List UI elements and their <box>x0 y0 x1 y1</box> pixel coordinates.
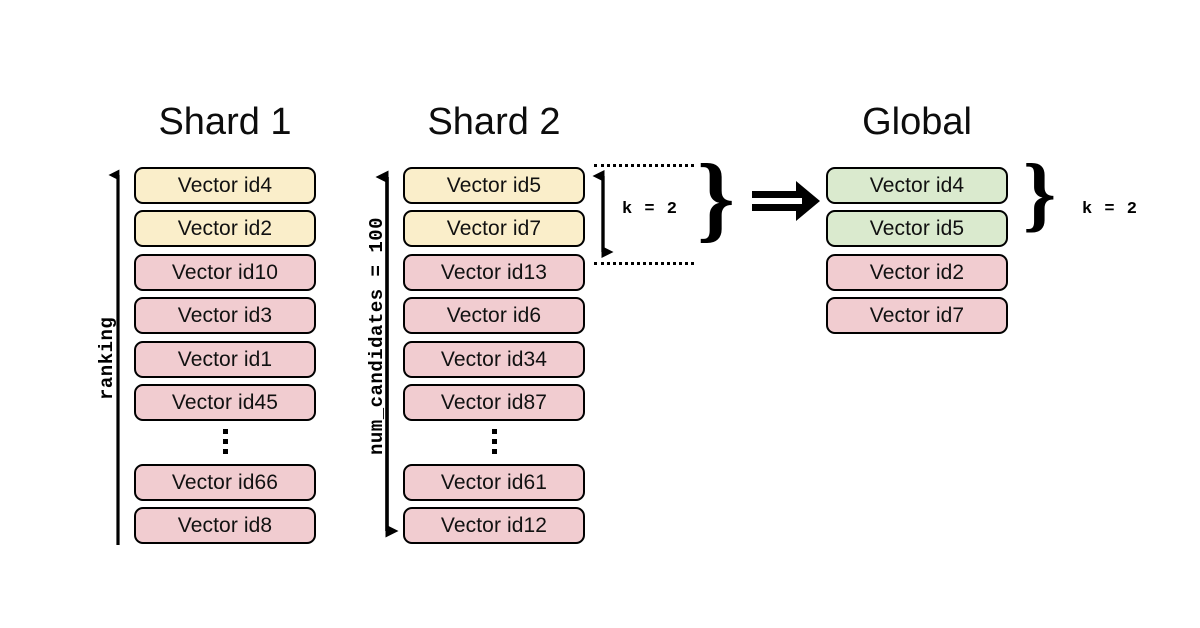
k-value-label-shard2: k = 2 <box>622 200 679 219</box>
vector-box[interactable]: Vector id66 <box>134 464 316 501</box>
vector-box[interactable]: Vector id4 <box>134 167 316 204</box>
column-title-global: Global <box>862 101 972 143</box>
vector-box[interactable]: Vector id45 <box>134 384 316 421</box>
num-candidates-axis-label: num_candidates = 100 <box>366 216 388 455</box>
column-title-shard2: Shard 2 <box>427 101 561 143</box>
vector-box[interactable]: Vector id7 <box>826 297 1008 334</box>
curly-brace-icon-global: } <box>1023 147 1057 240</box>
vector-box[interactable]: Vector id5 <box>403 167 585 204</box>
vertical-ellipsis-icon <box>403 424 585 454</box>
vector-box[interactable]: Vector id6 <box>403 297 585 334</box>
k-range-double-arrow <box>592 170 614 258</box>
vector-box[interactable]: Vector id8 <box>134 507 316 544</box>
vector-box[interactable]: Vector id1 <box>134 341 316 378</box>
num-candidates-axis-arrow <box>375 170 399 538</box>
vector-box[interactable]: Vector id4 <box>826 167 1008 204</box>
vector-box[interactable]: Vector id7 <box>403 210 585 247</box>
vector-box[interactable]: Vector id5 <box>826 210 1008 247</box>
k-range-guide-top <box>594 164 694 167</box>
vector-box[interactable]: Vector id12 <box>403 507 585 544</box>
vector-box[interactable]: Vector id2 <box>134 210 316 247</box>
vector-box[interactable]: Vector id61 <box>403 464 585 501</box>
vector-box[interactable]: Vector id10 <box>134 254 316 291</box>
ranking-axis-arrow <box>108 169 120 545</box>
implies-arrow-icon <box>752 181 820 221</box>
vector-box[interactable]: Vector id2 <box>826 254 1008 291</box>
vector-box[interactable]: Vector id34 <box>403 341 585 378</box>
vertical-ellipsis-icon <box>134 424 316 454</box>
k-range-guide-bottom <box>594 262 694 265</box>
vector-box[interactable]: Vector id87 <box>403 384 585 421</box>
ranking-axis-label: ranking <box>96 316 118 400</box>
vector-box[interactable]: Vector id3 <box>134 297 316 334</box>
k-value-label-global: k = 2 <box>1082 200 1139 219</box>
vector-box[interactable]: Vector id13 <box>403 254 585 291</box>
curly-brace-icon-shard2: } <box>697 144 735 251</box>
column-title-shard1: Shard 1 <box>158 101 292 143</box>
